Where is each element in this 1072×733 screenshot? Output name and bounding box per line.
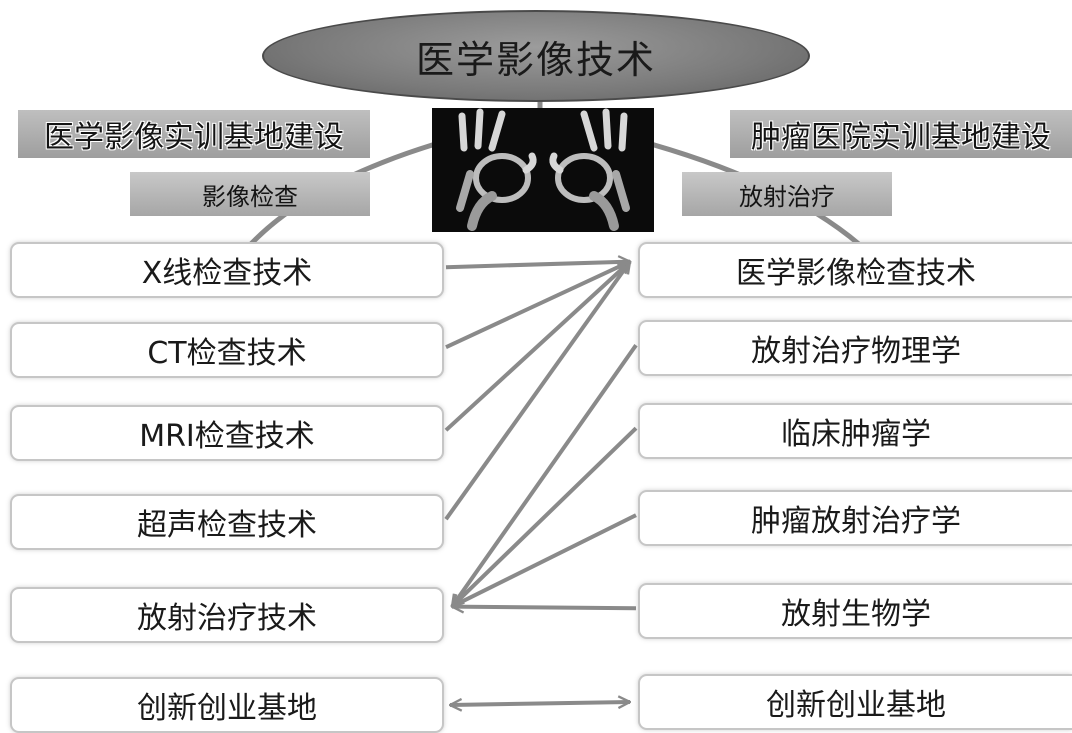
left-item-xray: X线检查技术 bbox=[10, 242, 444, 298]
right-section-header: 放射治疗 bbox=[682, 172, 892, 216]
right-item-imaging-exam-tech: 医学影像检查技术 bbox=[638, 242, 1072, 298]
right-banner: 肿瘤医院实训基地建设 bbox=[730, 110, 1072, 158]
left-item-ct: CT检查技术 bbox=[10, 322, 444, 378]
connector-arrow-0 bbox=[445, 262, 630, 270]
left-item-radiotherapy-tech: 放射治疗技术 bbox=[10, 587, 444, 643]
central-title-node: 医学影像技术 bbox=[262, 10, 810, 102]
connector-arrow-6 bbox=[452, 513, 637, 609]
connector-arrow-3 bbox=[444, 262, 632, 521]
connector-arrow-4 bbox=[450, 344, 638, 606]
connector-arrow-1 bbox=[445, 259, 630, 350]
right-item-innovation-base: 创新创业基地 bbox=[638, 674, 1072, 730]
left-banner: 医学影像实训基地建设 bbox=[18, 110, 370, 158]
connector-arrow-7 bbox=[452, 607, 637, 609]
hand-xray-drawing bbox=[432, 108, 654, 232]
left-item-mri: MRI检查技术 bbox=[10, 405, 444, 461]
right-item-radiobiology: 放射生物学 bbox=[638, 583, 1072, 639]
right-item-tumor-radiotherapy: 肿瘤放射治疗学 bbox=[638, 490, 1072, 546]
connector-arrow-8 bbox=[450, 702, 630, 705]
right-item-clinical-oncology: 临床肿瘤学 bbox=[638, 403, 1072, 459]
central-title: 医学影像技术 bbox=[415, 37, 656, 82]
left-item-innovation-base: 创新创业基地 bbox=[10, 677, 444, 733]
hand-xray-image bbox=[432, 108, 654, 232]
connector-arrow-2 bbox=[444, 262, 630, 432]
left-item-ultrasound: 超声检查技术 bbox=[10, 494, 444, 550]
right-item-radiotherapy-physics: 放射治疗物理学 bbox=[638, 320, 1072, 376]
arrow-group bbox=[444, 259, 638, 705]
left-section-header: 影像检查 bbox=[130, 172, 370, 216]
connector-arrow-5 bbox=[452, 426, 638, 606]
